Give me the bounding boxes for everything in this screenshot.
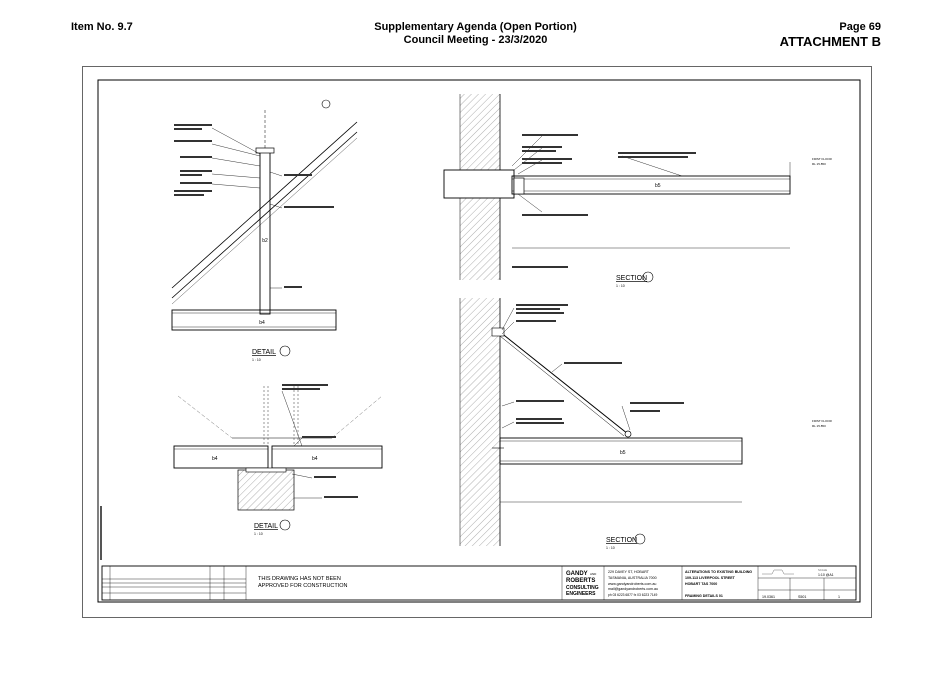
sheet-title: FRAMING DETAILS 01 bbox=[685, 594, 723, 598]
section-b-strut-beam: b5 FIRST FLOOR RL 15.850 SECTION 1 : 10 bbox=[459, 298, 833, 550]
section-b-level: RL 15.850 bbox=[812, 424, 826, 428]
firm-name-4: ENGINEERS bbox=[566, 591, 596, 597]
scale-value: 1:10 @A1 bbox=[818, 573, 834, 577]
drawing-number: S501 bbox=[798, 595, 806, 599]
section-b-title: SECTION bbox=[606, 537, 637, 544]
detail-b-scale: 1 : 10 bbox=[254, 532, 263, 536]
section-a-level: RL 15.850 bbox=[812, 162, 826, 166]
agenda-title: Supplementary Agenda (Open Portion) bbox=[374, 21, 577, 33]
firm-and: AND bbox=[590, 572, 597, 576]
approval-note-line2: APPROVED FOR CONSTRUCTION bbox=[258, 583, 348, 589]
section-a-scale: 1 : 10 bbox=[616, 284, 625, 288]
section-a-title: SECTION bbox=[616, 275, 647, 282]
project-line-2: 109-113 LIVERPOOL STREET bbox=[685, 576, 736, 580]
drawing-frame bbox=[97, 79, 861, 603]
firm-name-3: CONSULTING bbox=[566, 585, 599, 591]
detail-a-title: DETAIL bbox=[252, 349, 276, 356]
firm-name-2: ROBERTS bbox=[566, 578, 595, 584]
detail-b-beam-connection: b4 b4 DETAIL 1 : 10 bbox=[173, 384, 383, 536]
detail-b-title: DETAIL bbox=[254, 523, 278, 530]
section-b-grid-label: FIRST FLOOR bbox=[812, 419, 833, 423]
section-a-wall-beam: b5 FIRST FLOOR RL 15.850 SECTION 1 : 10 bbox=[443, 94, 833, 288]
side-margin-notes bbox=[100, 506, 102, 560]
firm-address-1: 229 DAVEY ST, HOBART bbox=[608, 570, 650, 574]
detail-b-member-left: b4 bbox=[212, 456, 218, 462]
attachment-label: ATTACHMENT B bbox=[779, 34, 881, 49]
engineering-drawing-sheet: b4 b2 DETAIL 1 : 10 bbox=[82, 66, 872, 618]
section-a-grid-label: FIRST FLOOR bbox=[812, 157, 833, 161]
firm-phone: ph 03 6223 6877 fx 03 6223 7149 bbox=[608, 593, 657, 597]
project-line-1: ALTERATIONS TO EXISTING BUILDING bbox=[685, 570, 752, 574]
firm-address-2: TASMANIA, AUSTRALIA 7000 bbox=[608, 576, 657, 580]
project-line-3: HOBART TAS 7000 bbox=[685, 582, 717, 586]
firm-email: mail@gandyandroberts.com.au bbox=[608, 587, 658, 591]
agenda-heading: Supplementary Agenda (Open Portion) Coun… bbox=[0, 21, 951, 47]
firm-web: www.gandyandroberts.com.au bbox=[608, 582, 656, 586]
section-a-member-label: b5 bbox=[655, 183, 661, 189]
job-number: 19.0361 bbox=[762, 595, 775, 599]
meeting-line: Council Meeting - 23/3/2020 bbox=[403, 34, 548, 46]
detail-a-member-label: b4 bbox=[259, 320, 265, 326]
scale-label: SCALE bbox=[818, 568, 827, 572]
item-number: Item No. 9.7 bbox=[71, 21, 133, 33]
detail-a-roof-post: b4 b2 DETAIL 1 : 10 bbox=[171, 99, 358, 362]
detail-a-post-label: b2 bbox=[262, 238, 268, 244]
title-block: THIS DRAWING HAS NOT BEEN APPROVED FOR C… bbox=[101, 565, 857, 601]
page-number: Page 69 bbox=[839, 21, 881, 33]
section-b-member-label: b5 bbox=[620, 450, 626, 456]
detail-a-scale: 1 : 10 bbox=[252, 358, 261, 362]
approval-note-line1: THIS DRAWING HAS NOT BEEN bbox=[258, 576, 341, 582]
section-b-scale: 1 : 10 bbox=[606, 546, 615, 550]
revision-number: 1 bbox=[838, 595, 840, 599]
firm-name-1: GANDY bbox=[566, 571, 588, 577]
detail-b-member-right: b4 bbox=[312, 456, 318, 462]
